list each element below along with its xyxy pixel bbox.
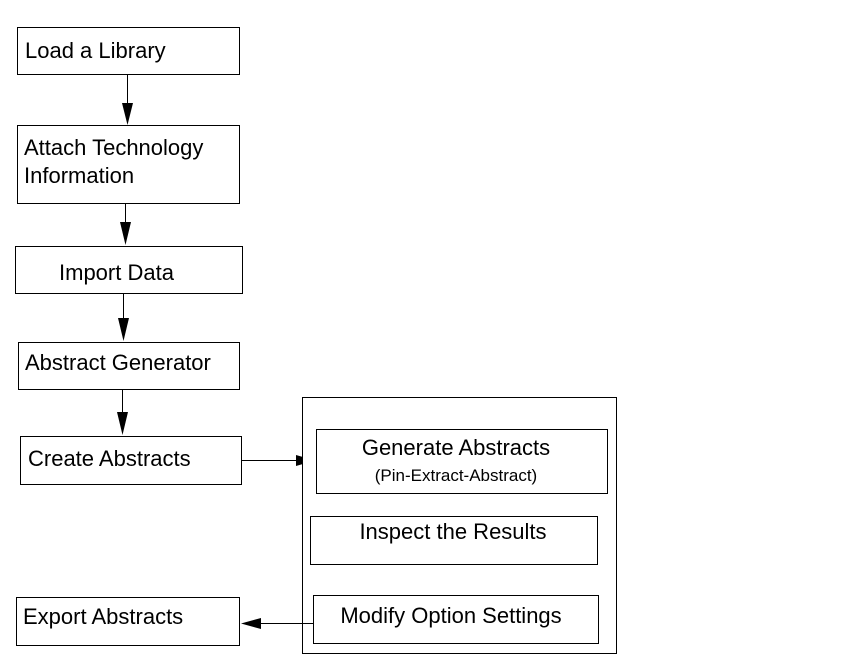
group-abstract-workflow: Generate Abstracts (Pin-Extract-Abstract… bbox=[302, 397, 617, 654]
edge-generator-to-create bbox=[117, 390, 128, 435]
node-export-abstracts-label: Export Abstracts bbox=[23, 604, 183, 629]
node-attach-technology-label-line1: Attach Technology bbox=[24, 135, 203, 160]
node-abstract-generator-label: Abstract Generator bbox=[25, 350, 211, 375]
node-inspect-results-label: Inspect the Results bbox=[359, 519, 546, 544]
edge-import-to-generator-arrowhead bbox=[118, 318, 129, 341]
node-generate-abstracts-box bbox=[316, 429, 608, 494]
edge-load-to-attach bbox=[122, 75, 133, 125]
edge-load-to-attach-arrowhead bbox=[122, 103, 133, 125]
node-create-abstracts-label: Create Abstracts bbox=[28, 446, 191, 471]
node-create-abstracts: Create Abstracts bbox=[20, 436, 242, 485]
node-import-data: Import Data bbox=[15, 246, 243, 294]
node-generate-abstracts-label: Generate Abstracts bbox=[362, 435, 550, 460]
node-load-library: Load a Library bbox=[17, 27, 240, 75]
node-create-abstracts-box bbox=[20, 436, 242, 485]
node-export-abstracts-box bbox=[16, 597, 240, 646]
node-attach-technology: Attach Technology Information bbox=[17, 125, 240, 204]
edge-attach-to-import-arrowhead bbox=[120, 222, 131, 245]
node-export-abstracts: Export Abstracts bbox=[16, 597, 240, 646]
node-modify-options-label: Modify Option Settings bbox=[340, 603, 561, 628]
node-inspect-results-box bbox=[310, 516, 598, 565]
node-load-library-box bbox=[17, 27, 240, 75]
node-generate-abstracts-sublabel: (Pin-Extract-Abstract) bbox=[375, 466, 537, 485]
node-modify-options: Modify Option Settings bbox=[313, 595, 599, 644]
node-load-library-label: Load a Library bbox=[25, 38, 166, 63]
edge-generator-to-create-arrowhead bbox=[117, 412, 128, 435]
node-modify-options-box bbox=[313, 595, 599, 644]
node-generate-abstracts: Generate Abstracts (Pin-Extract-Abstract… bbox=[316, 429, 608, 494]
node-attach-technology-label-line2: Information bbox=[24, 163, 134, 188]
node-attach-technology-box bbox=[17, 125, 240, 204]
node-abstract-generator: Abstract Generator bbox=[18, 342, 240, 390]
node-abstract-generator-box bbox=[18, 342, 240, 390]
edge-modify-to-export-arrowhead bbox=[241, 618, 261, 629]
node-inspect-results: Inspect the Results bbox=[310, 516, 598, 565]
edge-import-to-generator bbox=[118, 294, 129, 341]
edge-attach-to-import bbox=[120, 204, 131, 245]
edge-modify-to-export bbox=[241, 618, 313, 629]
node-import-data-label: Import Data bbox=[59, 260, 175, 285]
node-import-data-box bbox=[15, 246, 243, 294]
